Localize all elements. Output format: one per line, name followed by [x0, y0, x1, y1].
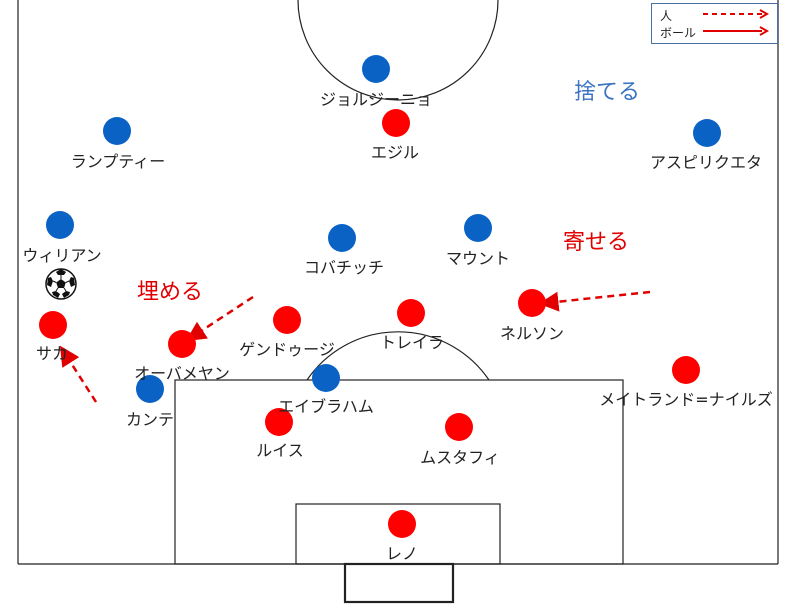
player-label: エジル	[370, 143, 420, 162]
annotation-approach: 寄せる	[563, 230, 630, 255]
legend-ball-row: ボール	[660, 24, 704, 41]
player-kante-marker	[136, 375, 164, 403]
player-abraham-marker	[312, 364, 340, 392]
player-ozil-marker	[382, 109, 410, 137]
player-kovacic-marker	[328, 224, 356, 252]
player-lampty-marker	[103, 117, 131, 145]
player-label: ムスタフィ	[420, 448, 500, 467]
player-label: レノ	[385, 544, 419, 563]
legend-person-row: 人	[660, 7, 704, 24]
player-label: サカ	[35, 344, 69, 363]
player-label: カンテ	[125, 410, 175, 429]
player-georginio-marker	[362, 55, 390, 83]
blue-team	[46, 55, 721, 403]
player-mount-marker	[464, 214, 492, 242]
player-label: ジョルジーニョ	[319, 90, 433, 109]
aubameyang-arrow	[185, 295, 254, 342]
movement-arrows	[59, 290, 651, 403]
player-torreira-marker	[397, 299, 425, 327]
annotation-fill: 埋める	[137, 280, 204, 305]
player-label: メイトランド=ナイルズ	[599, 390, 773, 409]
legend-box: 人 ボール	[651, 3, 778, 44]
center-circle	[297, 0, 499, 101]
player-label: トレイラ	[379, 333, 445, 352]
player-nelson-marker	[518, 289, 546, 317]
player-label: マウント	[445, 249, 511, 268]
player-label: アスピリクエタ	[649, 153, 763, 172]
soccer-ball-icon	[45, 268, 77, 300]
player-luiz-marker	[265, 408, 293, 436]
legend-person-label: 人	[660, 9, 673, 23]
player-leno-marker	[388, 510, 416, 538]
player-mustafi-marker	[445, 413, 473, 441]
penalty-arc	[306, 331, 490, 381]
player-label: ランプティー	[70, 152, 166, 171]
player-label: コバチッチ	[303, 258, 385, 277]
player-aubameyang-marker	[168, 330, 196, 358]
player-label: ネルソン	[499, 324, 565, 343]
player-saka-marker	[39, 311, 67, 339]
red-team	[39, 109, 700, 538]
goal	[343, 562, 455, 604]
legend-ball-label: ボール	[660, 26, 697, 40]
player-label: エイブラハム	[278, 397, 374, 416]
player-maitland-marker	[672, 356, 700, 384]
player-label: オーバメヤン	[134, 364, 230, 383]
saka-arrow	[59, 345, 98, 403]
annotation-discard: 捨てる	[574, 80, 641, 105]
player-label: ゲンドゥージ	[239, 340, 335, 359]
player-willian-marker	[46, 211, 74, 239]
player-guendouzi-marker	[273, 306, 301, 334]
player-label: ウィリアン	[22, 246, 102, 265]
player-azpilicueta-marker	[693, 119, 721, 147]
player-label: ルイス	[256, 441, 304, 460]
nelson-arrow	[538, 290, 651, 312]
pitch-lines	[17, 0, 779, 604]
